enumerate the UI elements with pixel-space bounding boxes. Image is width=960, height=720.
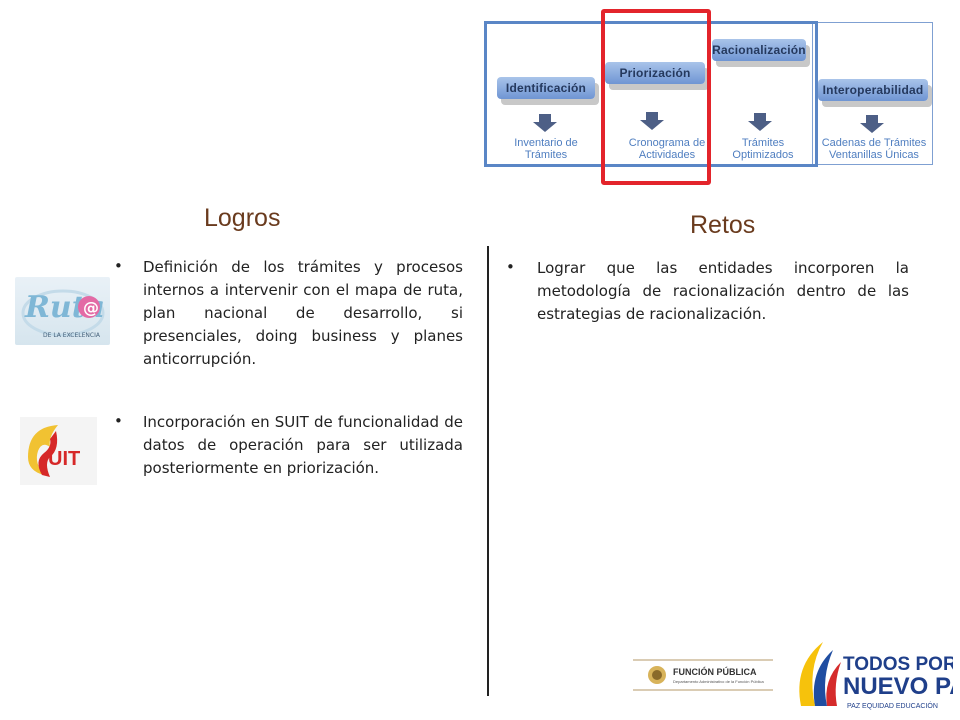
stage-output-racionalizacion: Trámites Optimizados	[732, 137, 794, 161]
svg-text:DE LA EXCELENCIA: DE LA EXCELENCIA	[43, 332, 101, 339]
funcion-publica-logo-art: FUNCIÓN PÚBLICA Departamento Administrat…	[633, 659, 773, 691]
svg-text:FUNCIÓN PÚBLICA: FUNCIÓN PÚBLICA	[673, 666, 757, 677]
todos-por-un-nuevo-pais-logo: TODOS POR UN NUEVO PAÍS PAZ EQUIDAD EDUC…	[793, 636, 960, 714]
stage-racionalizacion: Racionalización	[712, 39, 806, 61]
stage-label: Racionalización	[712, 43, 806, 57]
process-frame	[484, 21, 818, 167]
svg-text:@: @	[83, 298, 99, 317]
funcion-publica-logo: FUNCIÓN PÚBLICA Departamento Administrat…	[633, 658, 773, 692]
svg-text:NUEVO PAÍS: NUEVO PAÍS	[843, 672, 953, 700]
stage-label: Priorización	[619, 66, 691, 80]
retos-item-1: Lograr que las entidades incorporen la m…	[537, 259, 909, 323]
priorizacion-highlight	[601, 9, 711, 185]
down-arrow-icon	[533, 114, 557, 132]
down-arrow-icon	[640, 112, 664, 130]
svg-text:UIT: UIT	[48, 448, 80, 470]
stage-priorizacion: Priorización	[605, 62, 705, 84]
bullet-marker: •	[114, 257, 123, 275]
column-divider	[487, 246, 489, 696]
ruta-logo-art: Ruta @ DE LA EXCELENCIA	[21, 289, 105, 339]
bullet-marker: •	[506, 258, 515, 276]
svg-text:Departamento Administrativo de: Departamento Administrativo de la Funció…	[673, 679, 764, 684]
stage-label: Identificación	[505, 81, 587, 95]
suit-logo-art: UIT	[20, 417, 97, 485]
down-arrow-icon	[748, 113, 772, 131]
interoperabilidad-frame	[812, 22, 933, 165]
stage-output-identificacion: Inventario de Trámites	[514, 137, 578, 161]
stage-output-interoperabilidad: Cadenas de Trámites Ventanillas Únicas	[821, 137, 927, 161]
stage-interoperabilidad: Interoperabilidad	[818, 79, 928, 101]
stage-identificacion: Identificación	[497, 77, 595, 99]
stage-label: Interoperabilidad	[822, 83, 924, 97]
logros-heading: Logros	[204, 204, 281, 232]
suit-logo: UIT	[20, 417, 97, 485]
svg-text:TODOS POR UN: TODOS POR UN	[843, 654, 953, 675]
nuevo-pais-logo-art: TODOS POR UN NUEVO PAÍS PAZ EQUIDAD EDUC…	[799, 642, 960, 710]
retos-heading: Retos	[690, 211, 756, 239]
down-arrow-icon	[860, 115, 884, 133]
stage-output-priorizacion: Cronograma de Actividades	[628, 137, 706, 161]
logros-item-2: Incorporación en SUIT de funcionalidad d…	[143, 413, 463, 477]
ruta-excelencia-logo: Ruta @ DE LA EXCELENCIA	[15, 277, 110, 345]
bullet-marker: •	[114, 412, 123, 430]
logros-item-1: Definición de los trámites y procesos in…	[143, 258, 463, 368]
svg-text:PAZ EQUIDAD EDUCACIÓN: PAZ EQUIDAD EDUCACIÓN	[847, 701, 938, 710]
